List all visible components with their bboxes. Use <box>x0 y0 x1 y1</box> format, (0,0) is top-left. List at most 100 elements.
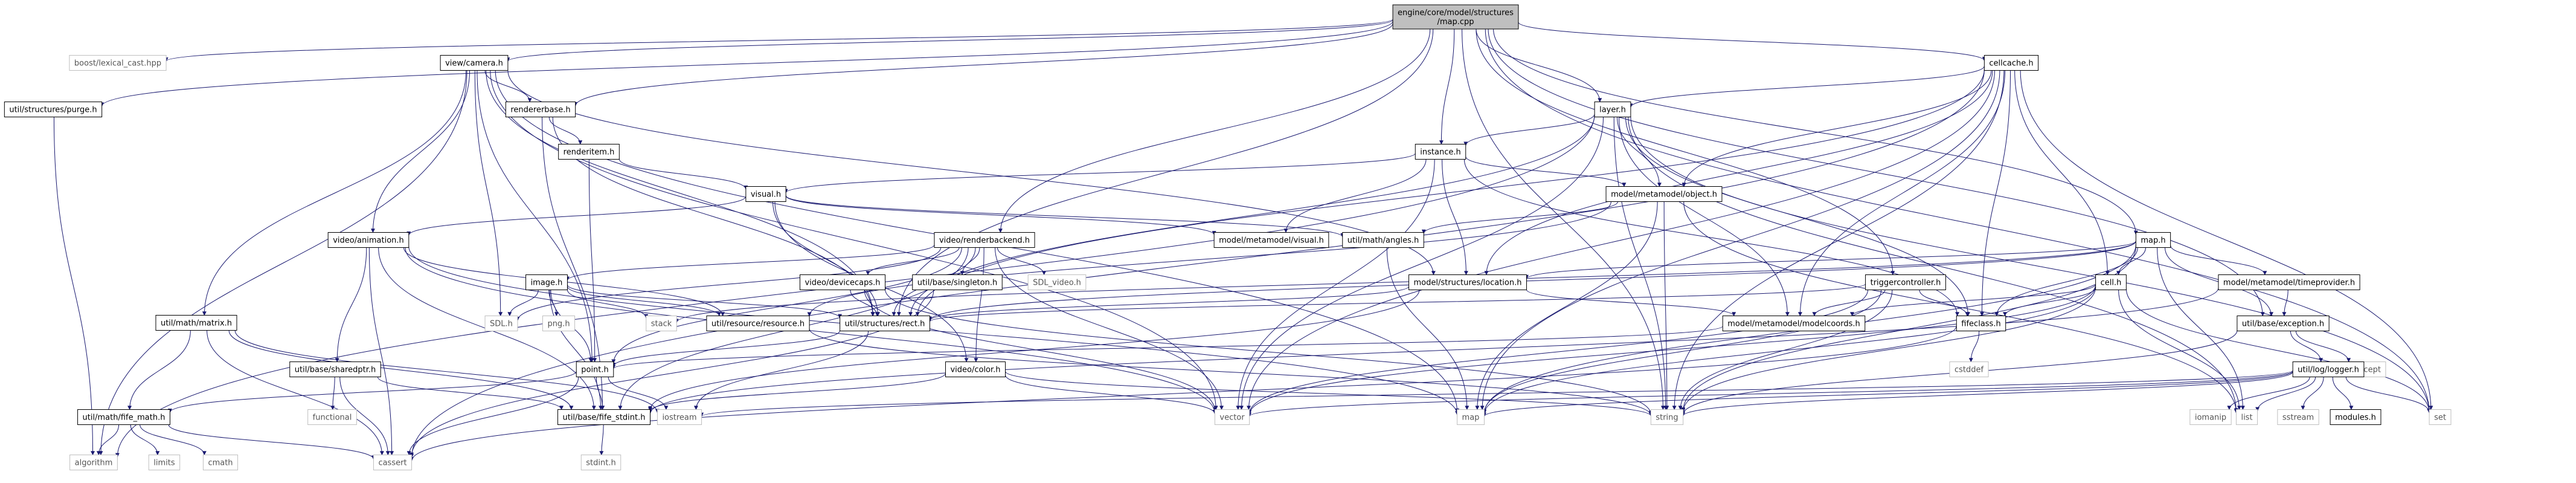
node-label: model/metamodel/modelcoords.h <box>1727 320 1860 329</box>
edge-map_h-to-location <box>1524 241 2136 279</box>
node-box <box>327 232 410 248</box>
edge-layer-to-object <box>1617 117 1662 187</box>
node-fifeclass[interactable]: fifeclass.h <box>1956 316 2006 331</box>
edge-instance-to-mm_visual <box>1283 159 1427 233</box>
node-angles[interactable]: util/math/angles.h <box>1342 232 1424 248</box>
edge-sharedptr-to-functional <box>330 377 335 410</box>
node-sstream: sstream <box>2277 409 2319 425</box>
node-devicecaps[interactable]: video/devicecaps.h <box>799 274 886 290</box>
node-stdint: stdint.h <box>580 455 622 470</box>
node-cellcache[interactable]: cellcache.h <box>1983 55 2039 71</box>
edge-camera-to-vector <box>490 70 1218 410</box>
node-visual[interactable]: visual.h <box>745 186 786 202</box>
edge-sharedptr-to-fife_stdint <box>377 377 564 410</box>
edge-logger-to-sstream <box>2301 377 2324 410</box>
node-label: util/resource/resource.h <box>711 320 805 329</box>
node-box <box>307 409 357 425</box>
edge-layer-to-instance <box>1463 114 1595 146</box>
edge-color-to-fife_stdint <box>648 373 946 412</box>
node-exception[interactable]: util/base/exception.h <box>2237 316 2330 331</box>
node-cell[interactable]: cell.h <box>2095 274 2127 290</box>
node-label: model/metamodel/visual.h <box>1219 236 1324 245</box>
node-box <box>2330 409 2382 425</box>
node-box <box>373 455 413 470</box>
edge-logger-to-modules <box>2332 377 2354 410</box>
node-box <box>2292 361 2365 377</box>
edge-instance-to-vector <box>1236 159 1435 410</box>
node-box <box>1949 361 1989 377</box>
edge-fife_math-to-cmath <box>140 424 207 456</box>
node-instance[interactable]: instance.h <box>1415 144 1466 160</box>
node-box <box>525 274 568 290</box>
edge-root-to-rendererbase <box>573 23 1393 106</box>
node-box <box>945 361 1006 377</box>
edge-exception-to-stdexcept <box>2295 331 2351 363</box>
node-image[interactable]: image.h <box>525 274 568 290</box>
edge-renderbackend-to-SDL_h <box>515 247 942 322</box>
node-renderitem[interactable]: renderitem.h <box>558 144 620 160</box>
node-matrix[interactable]: util/math/matrix.h <box>155 315 237 331</box>
node-singleton[interactable]: util/base/singleton.h <box>912 274 1003 290</box>
edge-cell-to-string <box>1681 287 2096 413</box>
node-box <box>542 316 576 331</box>
node-box <box>1594 102 1631 117</box>
node-timeprovider[interactable]: model/metamodel/timeprovider.h <box>2218 274 2360 290</box>
node-box <box>69 55 167 71</box>
node-object[interactable]: model/metamodel/object.h <box>1605 186 1723 202</box>
node-label: iostream <box>662 413 696 423</box>
node-label: limits <box>153 459 175 468</box>
edge-rendererbase-to-renderitem <box>548 117 583 145</box>
edge-root-to-camera <box>506 19 1393 62</box>
edge-renderbackend-to-devicecaps <box>866 247 960 276</box>
node-map-h[interactable]: map.h <box>2135 232 2171 248</box>
edge-fifeclass-to-cassert <box>410 325 1957 461</box>
node-modelcoords[interactable]: model/metamodel/modelcoords.h <box>1722 316 1866 331</box>
node-box <box>576 361 614 377</box>
node-logger[interactable]: util/log/logger.h <box>2292 361 2365 377</box>
edge-triggercontroller-to-fifeclass <box>1919 290 1970 317</box>
node-root[interactable]: engine/core/model/structures/map.cpp <box>1392 4 1519 30</box>
node-point[interactable]: point.h <box>576 361 614 377</box>
edge-visual-to-mm_visual <box>785 195 1216 236</box>
node-label: util/math/matrix.h <box>161 319 232 328</box>
node-sharedptr[interactable]: util/base/sharedptr.h <box>289 361 381 377</box>
node-box <box>1650 409 1684 425</box>
node-label: SDL_video.h <box>1033 279 1081 288</box>
node-fife-math[interactable]: util/math/fife_math.h <box>77 409 170 425</box>
node-label: model/metamodel/object.h <box>1611 190 1717 199</box>
node-label: stdint.h <box>586 459 615 468</box>
node-resource[interactable]: util/resource/resource.h <box>706 316 810 331</box>
edge-renderbackend-to-singleton <box>960 247 980 276</box>
node-location[interactable]: model/structures/location.h <box>1408 274 1527 290</box>
node-animation[interactable]: video/animation.h <box>327 232 410 248</box>
node-label: cellcache.h <box>1989 59 2033 68</box>
node-mm-visual[interactable]: model/metamodel/visual.h <box>1213 232 1329 248</box>
node-box <box>1956 316 2006 331</box>
node-color[interactable]: video/color.h <box>945 361 1006 377</box>
node-label: video/devicecaps.h <box>805 279 880 288</box>
edge-cell-to-list <box>2118 290 2241 410</box>
edge-fife_math-to-limits <box>130 424 160 456</box>
node-camera[interactable]: view/camera.h <box>440 55 509 71</box>
edge-camera-to-algorithm <box>98 70 467 456</box>
edge-matrix-to-iostream <box>234 330 660 413</box>
node-layer[interactable]: layer.h <box>1594 102 1631 117</box>
node-label: util/math/angles.h <box>1347 236 1419 245</box>
node-rect[interactable]: util/structures/rect.h <box>840 316 930 331</box>
node-label: util/base/sharedptr.h <box>295 366 376 375</box>
node-purge[interactable]: util/structures/purge.h <box>4 102 103 117</box>
node-box <box>912 274 1003 290</box>
node-modules[interactable]: modules.h <box>2330 409 2382 425</box>
node-fife-stdint[interactable]: util/base/fife_stdint.h <box>557 409 651 425</box>
node-box <box>934 232 1035 248</box>
edge-color-to-vector <box>1005 375 1217 415</box>
node-triggercontroller[interactable]: triggercontroller.h <box>1865 274 1946 290</box>
edge-point-to-fife_math <box>168 371 577 413</box>
node-SDL-h: SDL.h <box>484 316 518 331</box>
edge-color-to-string <box>1005 371 1653 417</box>
edge-timeprovider-to-exception <box>2282 290 2289 317</box>
node-rendererbase[interactable]: rendererbase.h <box>505 102 576 117</box>
node-renderbackend[interactable]: video/renderbackend.h <box>934 232 1035 248</box>
edge-logger-to-vector <box>1247 371 2293 417</box>
edge-fife_stdint-to-stdint <box>599 424 604 456</box>
